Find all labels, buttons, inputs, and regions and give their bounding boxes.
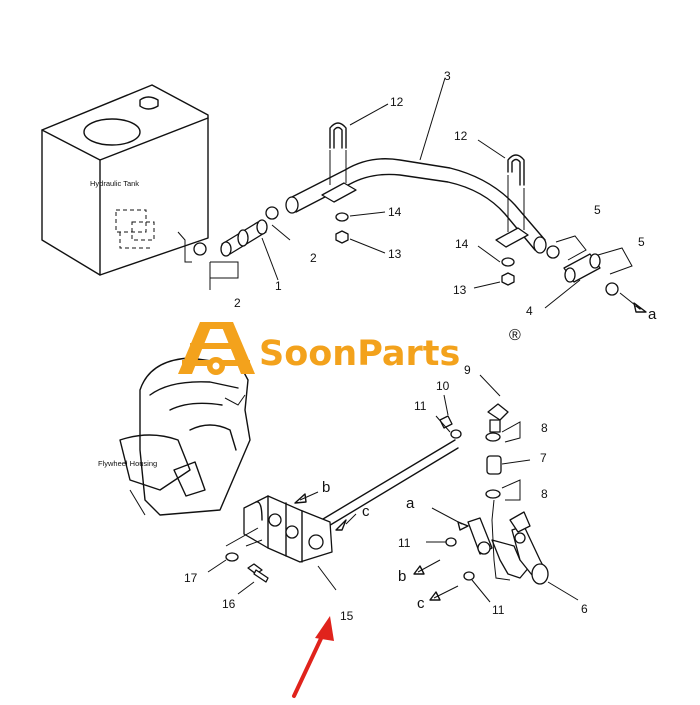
callout-2: 2	[310, 251, 317, 265]
connection-arrows	[294, 491, 469, 601]
connection-labels: a a b b c c	[322, 306, 657, 612]
flywheel-housing: Flywheel Housing	[98, 357, 251, 516]
hydraulic-tank: Hydraulic Tank	[41, 84, 209, 276]
connection-a: a	[406, 495, 415, 512]
fitting-cluster-lower	[426, 499, 579, 603]
callout-16: 16	[222, 597, 236, 611]
washer-nut-left	[335, 211, 386, 254]
steel-pipe	[285, 77, 547, 254]
flywheel-housing-label: Flywheel Housing	[98, 459, 157, 468]
registered-mark: ®	[509, 327, 521, 344]
hose-joint-right	[544, 235, 647, 313]
brand-name: SoonParts	[259, 334, 460, 374]
brand-logo: SoonParts ®	[178, 322, 521, 375]
callout-15: 15	[340, 609, 354, 623]
callout-4: 4	[526, 304, 533, 318]
callout-9: 9	[464, 363, 471, 377]
callout-1: 1	[275, 279, 282, 293]
pressure-hose	[317, 439, 459, 531]
callout-8: 8	[541, 421, 548, 435]
callout-17: 17	[184, 571, 198, 585]
callout-5: 5	[638, 235, 645, 249]
connection-b: b	[322, 479, 330, 496]
logo-mark	[178, 322, 255, 375]
callout-7: 7	[540, 451, 547, 465]
callout-12: 12	[454, 129, 468, 143]
callout-2: 2	[234, 296, 241, 310]
callout-13: 13	[453, 283, 467, 297]
callout-3: 3	[444, 69, 451, 83]
callout-14: 14	[455, 237, 469, 251]
connection-b: b	[398, 568, 406, 585]
callout-labels: 1 2 2 3 4 5 5 6 7 8 8 9 10 11 11 11 12 1…	[184, 69, 645, 623]
fitting-cluster-upper	[435, 374, 531, 501]
pointer-arrow	[292, 616, 334, 698]
connection-c: c	[417, 595, 425, 612]
callout-6: 6	[581, 602, 588, 616]
callout-8: 8	[541, 487, 548, 501]
callout-11: 11	[398, 536, 411, 550]
callout-11: 11	[414, 399, 427, 413]
callout-11: 11	[492, 603, 505, 617]
u-bolt-left	[321, 103, 389, 203]
callout-13: 13	[388, 247, 402, 261]
connection-a: a	[648, 306, 657, 323]
suction-hose-assembly	[193, 206, 291, 290]
callout-14: 14	[388, 205, 402, 219]
u-bolt-right	[477, 139, 529, 248]
washer-nut-right	[473, 245, 515, 289]
callout-12: 12	[390, 95, 404, 109]
callout-10: 10	[436, 379, 450, 393]
hydraulic-tank-label: Hydraulic Tank	[90, 179, 139, 188]
callout-5: 5	[594, 203, 601, 217]
connection-c: c	[362, 503, 370, 520]
bolt-and-washer	[207, 527, 269, 595]
hydraulic-pump	[243, 495, 337, 591]
